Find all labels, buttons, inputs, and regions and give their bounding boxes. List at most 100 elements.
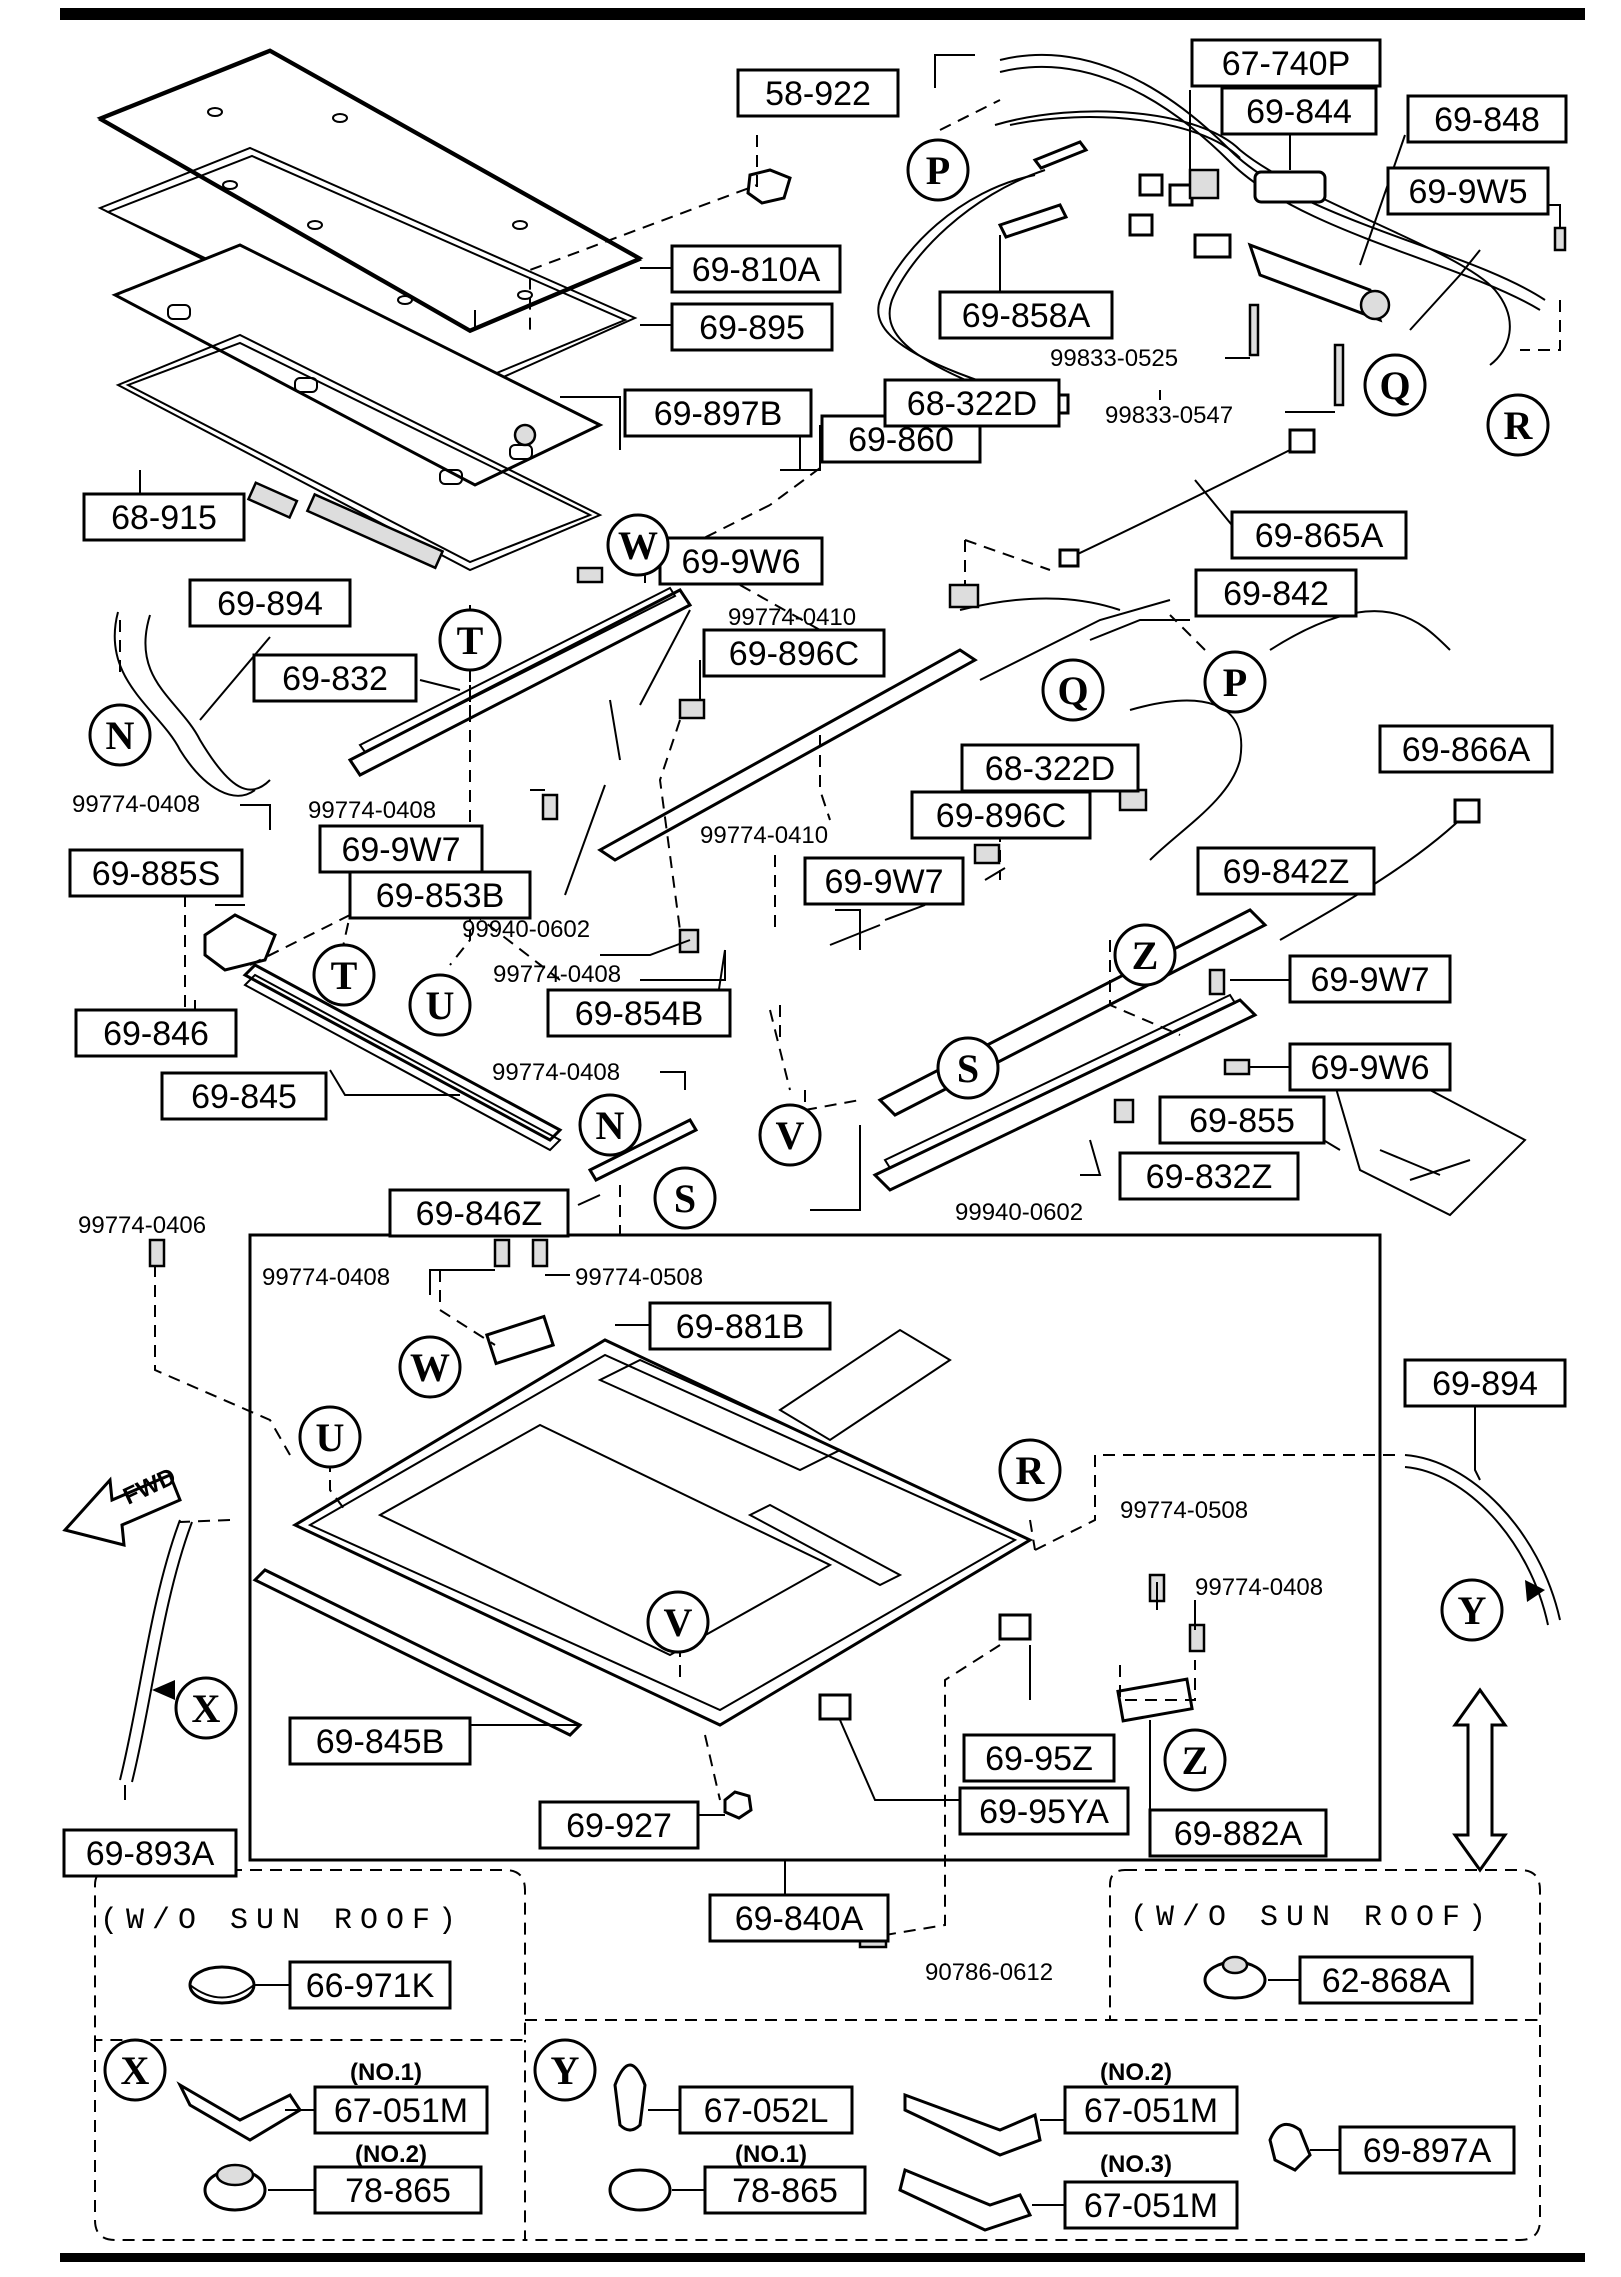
svg-text:Y: Y	[551, 2048, 580, 2093]
part-69-855[interactable]: 69-855	[1158, 1095, 1326, 1145]
part-67-052L[interactable]: 67-052L	[678, 2085, 854, 2135]
screw-69-9W7	[541, 793, 559, 821]
part-69-894-b[interactable]: 69-894	[1403, 1358, 1567, 1408]
part-69-9W7-b[interactable]: 69-9W7	[803, 856, 965, 906]
bolt-99774-0408-f[interactable]: 99774-0408	[1195, 1574, 1323, 1601]
bolt-99774-0410-a[interactable]: 99774-0410	[728, 604, 856, 631]
part-69-894-a[interactable]: 69-894	[188, 578, 352, 628]
part-69-858A[interactable]: 69-858A	[938, 290, 1114, 340]
sunroof-frame-inner	[307, 1353, 1018, 1712]
part-69-893A[interactable]: 69-893A	[62, 1828, 238, 1878]
ref-T2: T	[312, 943, 376, 1007]
svg-text:69-844: 69-844	[1246, 93, 1352, 131]
bolt-99774-0508-a[interactable]: 99774-0508	[575, 1264, 703, 1291]
bolt-99833-0525[interactable]: 99833-0525	[1050, 345, 1178, 372]
part-69-9W6-a[interactable]: 69-9W6	[658, 536, 824, 586]
svg-text:69-866A: 69-866A	[1402, 731, 1531, 769]
up-down-arrow-icon	[1452, 1687, 1508, 1873]
ref-W1: W	[606, 513, 670, 577]
svg-text:69-9W6: 69-9W6	[1310, 1049, 1429, 1087]
ref-Z1: Z	[1113, 923, 1177, 987]
part-69-845[interactable]: 69-845	[160, 1071, 328, 1121]
part-69-832Z[interactable]: 69-832Z	[1118, 1151, 1300, 1201]
part-69-95YA[interactable]: 69-95YA	[958, 1786, 1130, 1836]
handle-detail	[1379, 1149, 1471, 1181]
part-69-854B[interactable]: 69-854B	[546, 988, 732, 1038]
bolt-99940-0602-a[interactable]: 99940-0602	[462, 916, 590, 943]
bolt-99774-0408-d[interactable]: 99774-0408	[492, 1059, 620, 1086]
part-69-866A[interactable]: 69-866A	[1378, 724, 1554, 774]
part-69-842Z[interactable]: 69-842Z	[1196, 846, 1376, 896]
part-69-897B[interactable]: 69-897B	[623, 388, 813, 438]
part-69-882A[interactable]: 69-882A	[1148, 1808, 1328, 1858]
part-78-865-a[interactable]: 78-865	[313, 2165, 483, 2215]
leader	[429, 1269, 495, 1295]
part-68-322D-a[interactable]: 68-322D	[883, 378, 1061, 428]
part-69-896C-a[interactable]: 69-896C	[702, 628, 886, 678]
part-69-9W6-b[interactable]: 69-9W6	[1288, 1042, 1452, 1092]
part-69-881B[interactable]: 69-881B	[648, 1301, 832, 1351]
part-69-844[interactable]: 69-844	[1220, 86, 1378, 136]
part-69-885S[interactable]: 69-885S	[68, 848, 244, 898]
guide-rail-69-853B	[597, 648, 978, 862]
bolt-99774-0406[interactable]: 99774-0406	[78, 1212, 206, 1239]
part-69-865A[interactable]: 69-865A	[1230, 510, 1408, 560]
leader	[640, 950, 726, 981]
leader	[810, 1125, 861, 1211]
leader	[934, 54, 975, 88]
bolt-99774-0408-a[interactable]: 99774-0408	[72, 791, 200, 818]
part-69-840A[interactable]: 69-840A	[708, 1893, 890, 1943]
note-no1-a: (NO.1)	[350, 2059, 422, 2086]
svg-text:S: S	[957, 1046, 979, 1091]
part-58-922[interactable]: 58-922	[736, 68, 900, 118]
screw-69-9W5	[1553, 226, 1567, 252]
part-69-832[interactable]: 69-832	[252, 653, 418, 703]
part-66-971K[interactable]: 66-971K	[288, 1960, 452, 2010]
legend-right-top	[1109, 1869, 1541, 2021]
bolt-99940-0602-b[interactable]: 99940-0602	[955, 1199, 1083, 1226]
leader	[839, 1719, 960, 1801]
part-69-848[interactable]: 69-848	[1406, 94, 1568, 144]
guide-rail-69-832Z-top	[883, 993, 1237, 1170]
part-68-915[interactable]: 68-915	[82, 492, 246, 542]
part-69-853B[interactable]: 69-853B	[348, 870, 532, 920]
bolt-99774-0408-c[interactable]: 99774-0408	[493, 961, 621, 988]
part-69-95Z[interactable]: 69-95Z	[962, 1733, 1116, 1783]
cable-end	[1409, 249, 1481, 331]
part-69-846[interactable]: 69-846	[74, 1008, 238, 1058]
part-67-051M-a[interactable]: 67-051M	[313, 2085, 489, 2135]
bolt-90786-0612[interactable]: 90786-0612	[925, 1959, 1053, 1986]
part-69-897A[interactable]: 69-897A	[1338, 2125, 1516, 2175]
front-deflector	[113, 611, 699, 1182]
bolt-99833-0547[interactable]: 99833-0547	[1105, 402, 1233, 429]
part-62-868A[interactable]: 62-868A	[1298, 1955, 1474, 2005]
note-no1-b: (NO.1)	[735, 2141, 807, 2168]
sunroof-frame-opening	[377, 1423, 833, 1657]
part-69-810A[interactable]: 69-810A	[670, 244, 842, 294]
bolt-99774-0410-b[interactable]: 99774-0410	[700, 822, 828, 849]
part-69-9W7-c[interactable]: 69-9W7	[1288, 954, 1452, 1004]
part-69-896C-b[interactable]: 69-896C	[910, 790, 1092, 840]
ref-P2: P	[1203, 650, 1267, 714]
svg-text:67-051M: 67-051M	[1084, 2092, 1218, 2130]
dash	[1109, 940, 1181, 1036]
part-67-051M-b[interactable]: 67-051M	[1063, 2085, 1239, 2135]
bolt-99774-0408-b[interactable]: 99774-0408	[308, 797, 436, 824]
clip-69-897A	[1268, 2122, 1312, 2172]
part-69-846Z[interactable]: 69-846Z	[388, 1188, 570, 1238]
note-wo-sunroof-right: (W/O SUN ROOF)	[1130, 1901, 1494, 1935]
part-69-9W5[interactable]: 69-9W5	[1386, 166, 1550, 216]
bolt-99774-0408-e[interactable]: 99774-0408	[262, 1264, 390, 1291]
part-69-895[interactable]: 69-895	[670, 302, 834, 352]
part-69-927[interactable]: 69-927	[538, 1800, 700, 1850]
part-69-842[interactable]: 69-842	[1194, 568, 1358, 618]
part-69-845B[interactable]: 69-845B	[288, 1716, 472, 1766]
part-78-865-b[interactable]: 78-865	[703, 2165, 867, 2215]
bolt-99774-0508-b[interactable]: 99774-0508	[1120, 1497, 1248, 1524]
part-67-051M-c[interactable]: 67-051M	[1063, 2180, 1239, 2230]
svg-text:58-922: 58-922	[765, 75, 871, 113]
part-68-322D-b[interactable]: 68-322D	[960, 743, 1140, 793]
part-69-9W7-a[interactable]: 69-9W7	[318, 824, 484, 874]
part-67-740P[interactable]: 67-740P	[1190, 38, 1382, 88]
